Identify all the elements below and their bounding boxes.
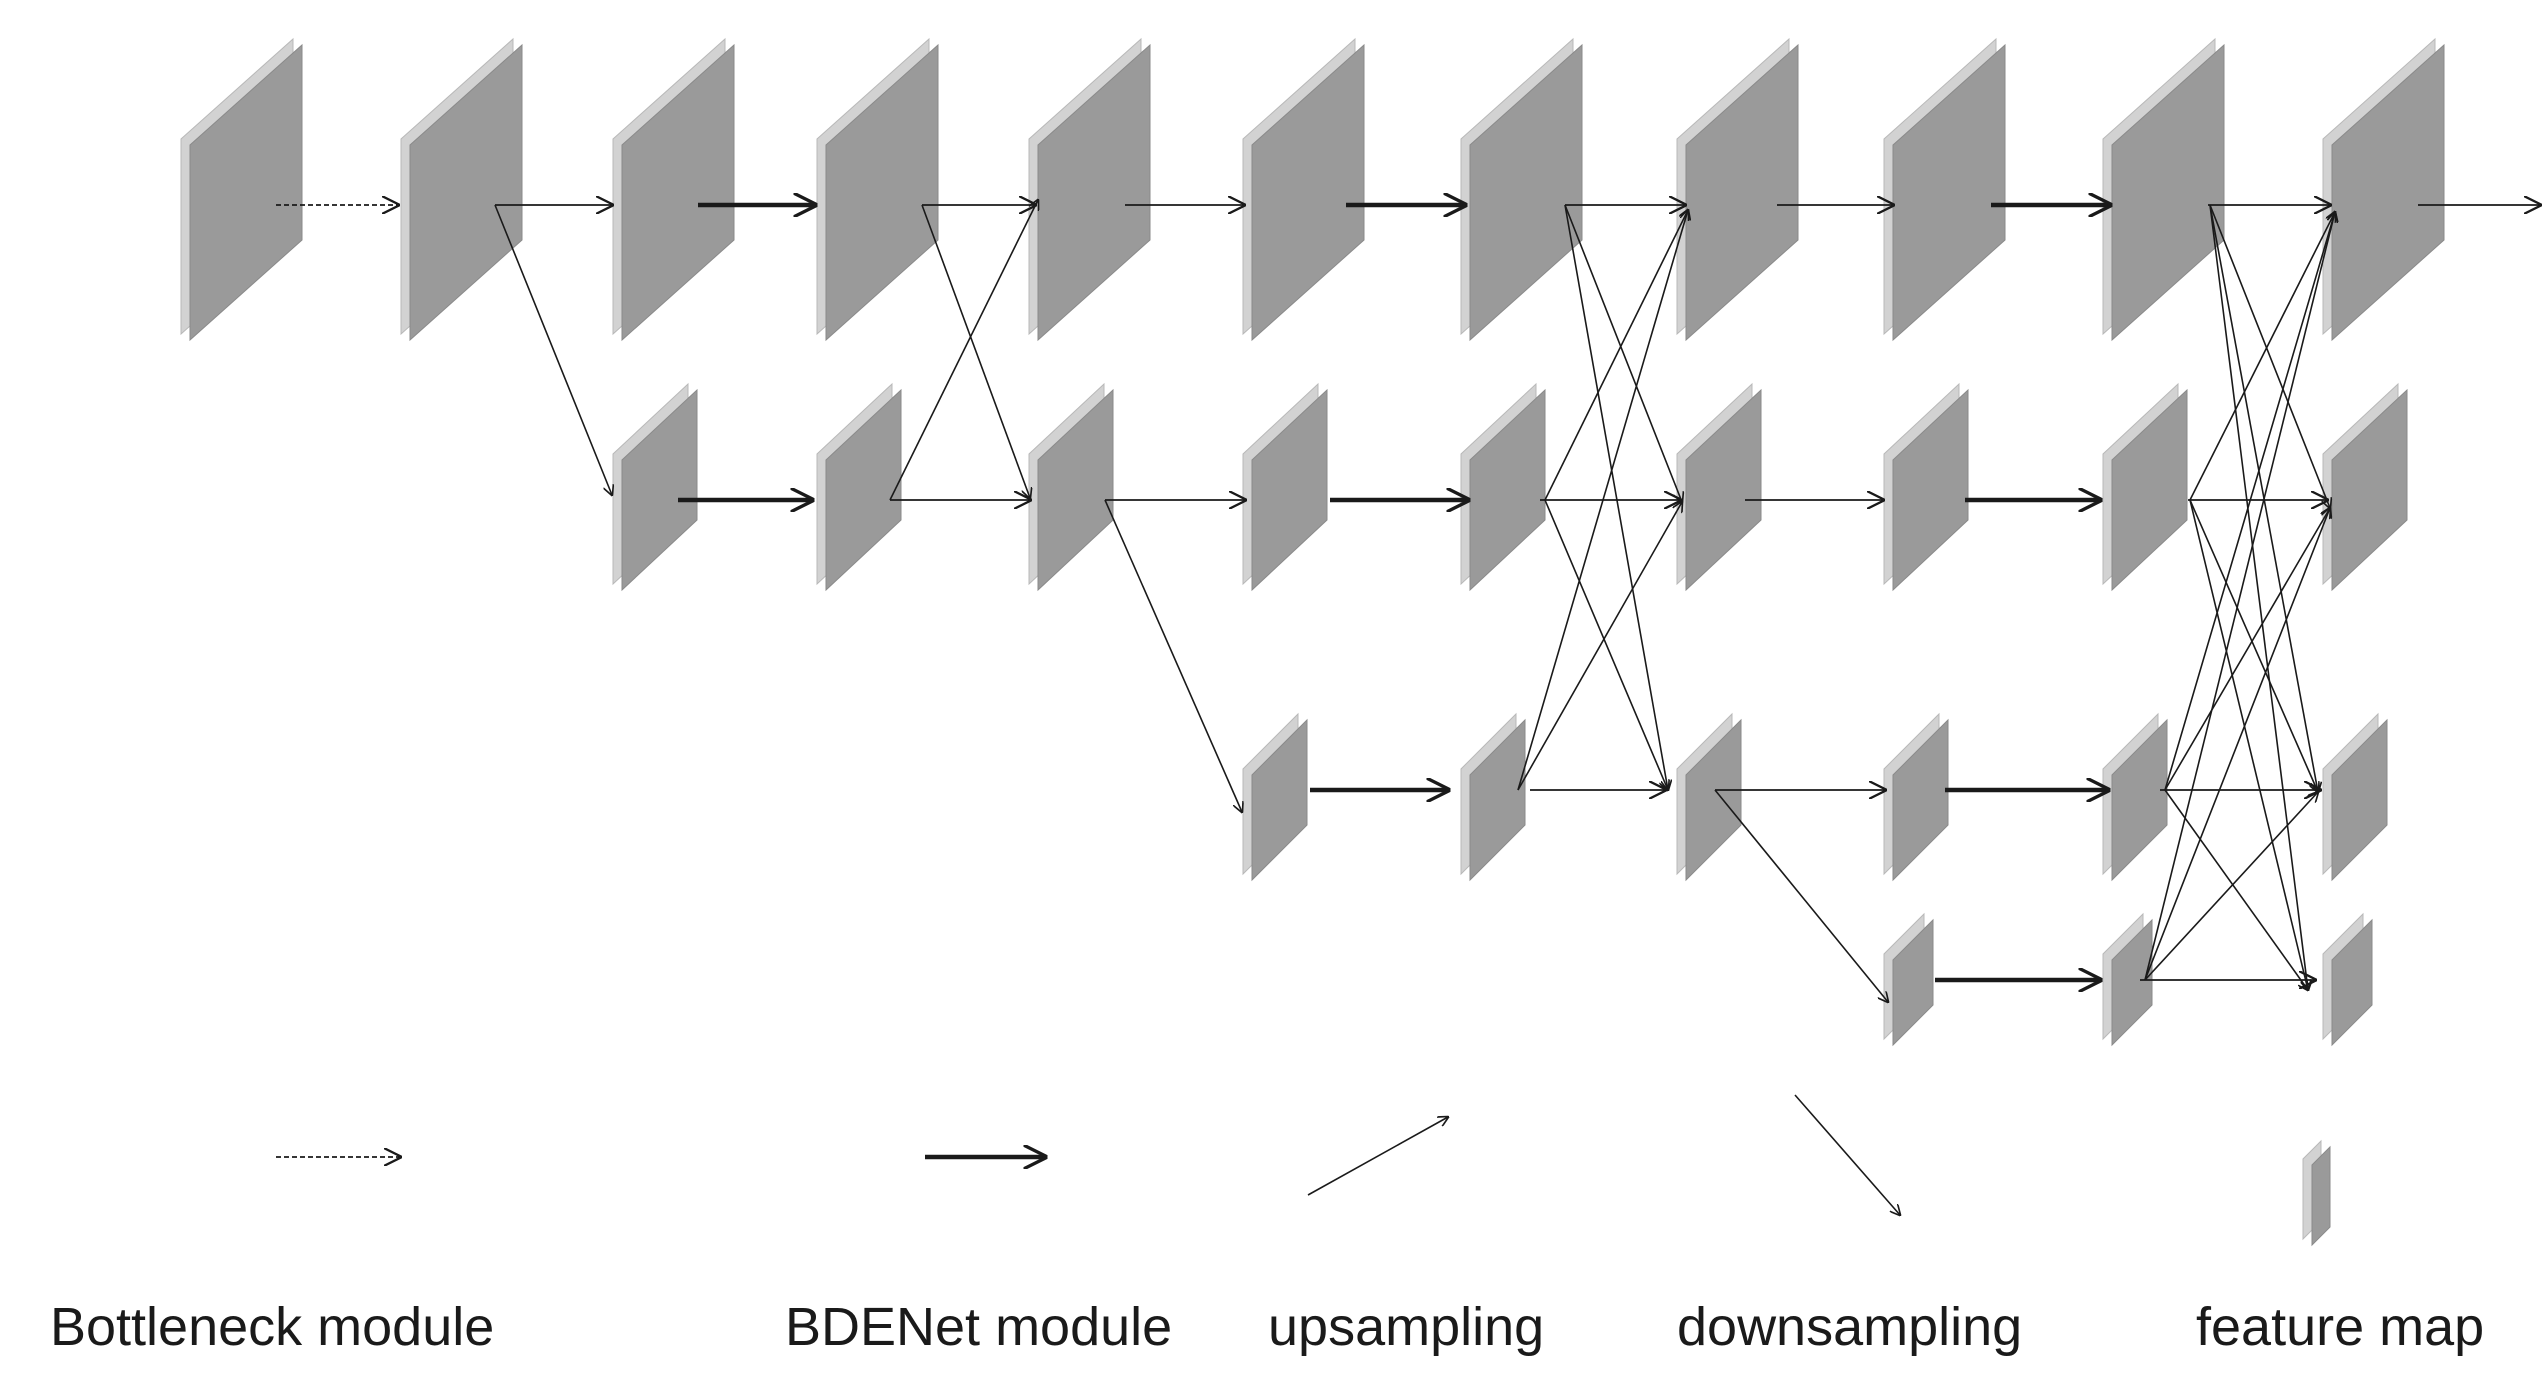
feature-map-row3-3 — [1676, 712, 1742, 882]
exch4-0-2 — [1564, 204, 1668, 790]
exch4-0-1 — [1564, 204, 1682, 502]
feature-map-row1-1 — [180, 37, 303, 342]
exch6-3-1 — [2144, 508, 2330, 981]
legend-label-upsampling: upsampling — [1268, 1297, 1545, 1357]
exch4-1-2 — [1544, 499, 1668, 790]
feature-map-row2-2 — [816, 382, 902, 592]
exch6-1-2 — [2189, 499, 2318, 792]
feature-map-row2-4 — [1242, 382, 1328, 592]
feature-map-row1-2 — [400, 37, 523, 342]
connections — [276, 200, 2540, 1002]
feature-maps — [180, 37, 2445, 1047]
feature-map-row1-5 — [1028, 37, 1151, 342]
feature-map-row4-2 — [2102, 912, 2153, 1047]
exch6-2-0 — [2164, 212, 2335, 791]
exch6-0-3 — [2209, 204, 2308, 990]
feature-map-row2-8 — [2102, 382, 2188, 592]
exch-a-down — [921, 204, 1030, 498]
exch4-1-0 — [1544, 210, 1688, 501]
exch6-3-2 — [2144, 792, 2318, 981]
exch-a-up — [889, 200, 1038, 501]
feature-map-row2-7 — [1883, 382, 1969, 592]
exch6-1-3 — [2189, 499, 2308, 990]
legend-downsampling-arrow — [1794, 1094, 1900, 1215]
feature-map-row1-7 — [1460, 37, 1583, 342]
down-r3-r4 — [1714, 789, 1888, 1002]
feature-map-row1-8 — [1676, 37, 1799, 342]
feature-map-row2-5 — [1460, 382, 1546, 592]
feature-map-row1-4 — [816, 37, 939, 342]
feature-map-row1-6 — [1242, 37, 1365, 342]
exch6-0-1 — [2209, 204, 2330, 508]
exch4-2-0 — [1517, 210, 1688, 791]
feature-map-row3-5 — [2102, 712, 2168, 882]
exch6-2-1 — [2164, 508, 2330, 791]
feature-map-row3-1 — [1242, 712, 1308, 882]
legend-label-bdenet: BDENet module — [785, 1297, 1173, 1357]
feature-map-row1-9 — [1883, 37, 2006, 342]
legend-feature-map — [2302, 1139, 2331, 1247]
feature-map-row2-9 — [2322, 382, 2408, 592]
legend-label-bottleneck: Bottleneck module — [50, 1297, 495, 1357]
feature-map-row1-11 — [2322, 37, 2445, 342]
feature-map-row3-2 — [1460, 712, 1526, 882]
down-r1-r2-a — [494, 204, 612, 495]
feature-map-row4-1 — [1883, 912, 1934, 1047]
exch4-2-1 — [1517, 502, 1682, 791]
feature-map-row2-3 — [1028, 382, 1114, 592]
legend-label-downsampling: downsampling — [1677, 1297, 2023, 1357]
exch6-3-0 — [2144, 212, 2335, 981]
feature-map-row2-1 — [612, 382, 698, 592]
legend-symbols — [276, 1094, 2331, 1247]
legend-label-feature-map: feature map — [2196, 1297, 2485, 1357]
feature-map-row2-6 — [1676, 382, 1762, 592]
exch6-1-0 — [2189, 212, 2335, 501]
exch6-2-3 — [2164, 789, 2308, 990]
feature-map-row1-10 — [2102, 37, 2225, 342]
feature-map-row4-3 — [2322, 912, 2373, 1047]
legend-upsampling-arrow — [1307, 1117, 1448, 1196]
feature-map-row3-4 — [1883, 712, 1949, 882]
feature-map-row3-6 — [2322, 712, 2388, 882]
down-r2-r3 — [1104, 499, 1242, 812]
feature-map-row1-3 — [612, 37, 735, 342]
